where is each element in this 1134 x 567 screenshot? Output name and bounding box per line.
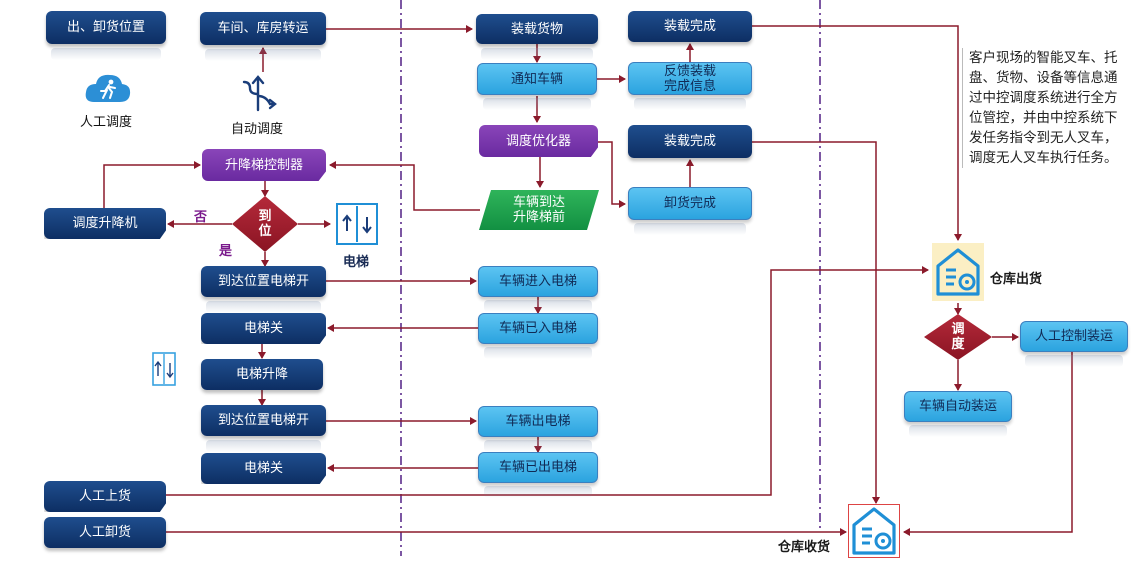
arrive-open-box-1[interactable]: 到达位置电梯开 xyxy=(201,266,326,313)
vehicle-in-elevator-box[interactable]: 车辆已入电梯 xyxy=(478,313,598,359)
dispatch-lift-label: 调度升降机 xyxy=(72,216,138,231)
load-cargo-box[interactable]: 装载货物 xyxy=(476,14,598,60)
load-done-label-2: 装载完成 xyxy=(663,134,716,149)
elevator-lifting-box[interactable]: 电梯升降 xyxy=(201,359,323,390)
arrive-open-label-1: 到达位置电梯开 xyxy=(217,274,309,289)
dispatch-lift-box[interactable]: 调度升降机 xyxy=(44,208,166,239)
auto-dispatch-label: 自动调度 xyxy=(230,122,283,137)
arrive-open-box-2[interactable]: 到达位置电梯开 xyxy=(201,405,326,452)
notify-vehicle-box[interactable]: 通知车辆 xyxy=(477,63,597,110)
lift-controller-box[interactable]: 升降梯控制器 xyxy=(202,149,326,181)
load-done-box-2[interactable]: 装载完成 xyxy=(628,125,752,158)
warehouse-in-label: 仓库收货 xyxy=(778,536,831,555)
route-arrows-icon xyxy=(242,75,277,112)
arrive-decision-label: 到 位 xyxy=(258,209,272,239)
elevator-close-box-1[interactable]: 电梯关 xyxy=(201,313,326,344)
manual-loading-box[interactable]: 人工上货 xyxy=(44,481,166,512)
small-elevator-icon xyxy=(152,352,176,386)
vehicle-at-lift-label: 车辆到达 升降梯前 xyxy=(512,195,565,225)
dispatch-decision-diamond[interactable]: 调 度 xyxy=(924,314,992,360)
vehicle-enter-elevator-box[interactable]: 车辆进入电梯 xyxy=(478,266,598,312)
warehouse-out-label: 仓库出货 xyxy=(990,272,1043,287)
arrive-decision-diamond[interactable]: 到 位 xyxy=(232,196,298,252)
manual-control-loading-label: 人工控制装运 xyxy=(1034,329,1113,344)
manual-unloading-label: 人工卸货 xyxy=(78,525,131,540)
workshop-transfer-label: 车间、库房转运 xyxy=(217,21,309,36)
notify-vehicle-label: 通知车辆 xyxy=(510,71,563,87)
vehicle-out-elevator-label: 车辆已出电梯 xyxy=(498,460,577,475)
vehicle-exit-elevator-box[interactable]: 车辆出电梯 xyxy=(478,406,598,452)
feedback-load-label: 反馈装载 完成信息 xyxy=(663,63,716,94)
load-done-label-1: 装载完成 xyxy=(663,19,716,34)
manual-dispatch-label: 人工调度 xyxy=(79,115,132,130)
no-label: 否 xyxy=(194,210,208,225)
vehicle-in-elevator-label: 车辆已入电梯 xyxy=(498,321,577,336)
load-done-box-1[interactable]: 装载完成 xyxy=(628,11,752,42)
vehicle-enter-elevator-label: 车辆进入电梯 xyxy=(498,274,577,289)
manual-loading-label: 人工上货 xyxy=(78,489,131,504)
arrive-open-label-2: 到达位置电梯开 xyxy=(217,413,309,428)
warehouse-gear-icon xyxy=(852,507,896,555)
unload-done-label: 卸货完成 xyxy=(663,196,716,211)
dispatch-decision-label: 调 度 xyxy=(951,322,965,352)
load-unload-position-label: 出、卸货位置 xyxy=(66,20,145,35)
load-unload-position-box[interactable]: 出、卸货位置 xyxy=(46,11,166,60)
warehouse-in-frame xyxy=(848,504,900,558)
vehicle-auto-transport-box[interactable]: 车辆自动装运 xyxy=(904,391,1012,437)
vehicle-out-elevator-box[interactable]: 车辆已出电梯 xyxy=(478,452,598,498)
warehouse-out-highlight xyxy=(932,243,984,301)
elevator-close-label-1: 电梯关 xyxy=(243,321,283,336)
dispatch-optimizer-box[interactable]: 调度优化器 xyxy=(479,125,598,157)
yes-label: 是 xyxy=(219,244,233,259)
unload-done-box[interactable]: 卸货完成 xyxy=(628,187,752,235)
manual-control-loading-box[interactable]: 人工控制装运 xyxy=(1020,321,1128,367)
vehicle-auto-transport-label: 车辆自动装运 xyxy=(918,399,997,414)
workshop-transfer-box[interactable]: 车间、库房转运 xyxy=(200,12,326,61)
dispatch-optimizer-label: 调度优化器 xyxy=(505,133,571,149)
warehouse-gear-icon xyxy=(936,248,980,296)
load-cargo-label: 装载货物 xyxy=(510,21,563,37)
vehicle-at-lift-box[interactable]: 车辆到达 升降梯前 xyxy=(479,190,599,230)
elevator-close-box-2[interactable]: 电梯关 xyxy=(201,453,326,484)
elevator-lifting-label: 电梯升降 xyxy=(235,367,288,382)
elevator-close-label-2: 电梯关 xyxy=(243,461,283,476)
elevator-label: 电梯 xyxy=(342,255,369,270)
running-man-cloud-icon xyxy=(85,74,131,102)
vehicle-exit-elevator-label: 车辆出电梯 xyxy=(505,414,571,429)
feedback-load-box[interactable]: 反馈装载 完成信息 xyxy=(628,62,752,110)
elevator-icon xyxy=(336,203,378,245)
lift-controller-label: 升降梯控制器 xyxy=(224,157,303,173)
manual-unloading-box[interactable]: 人工卸货 xyxy=(44,517,166,548)
description-note: 客户现场的智能叉车、托盘、货物、设备等信息通过中控调度系统进行全方位管控，并由中… xyxy=(962,48,1130,168)
